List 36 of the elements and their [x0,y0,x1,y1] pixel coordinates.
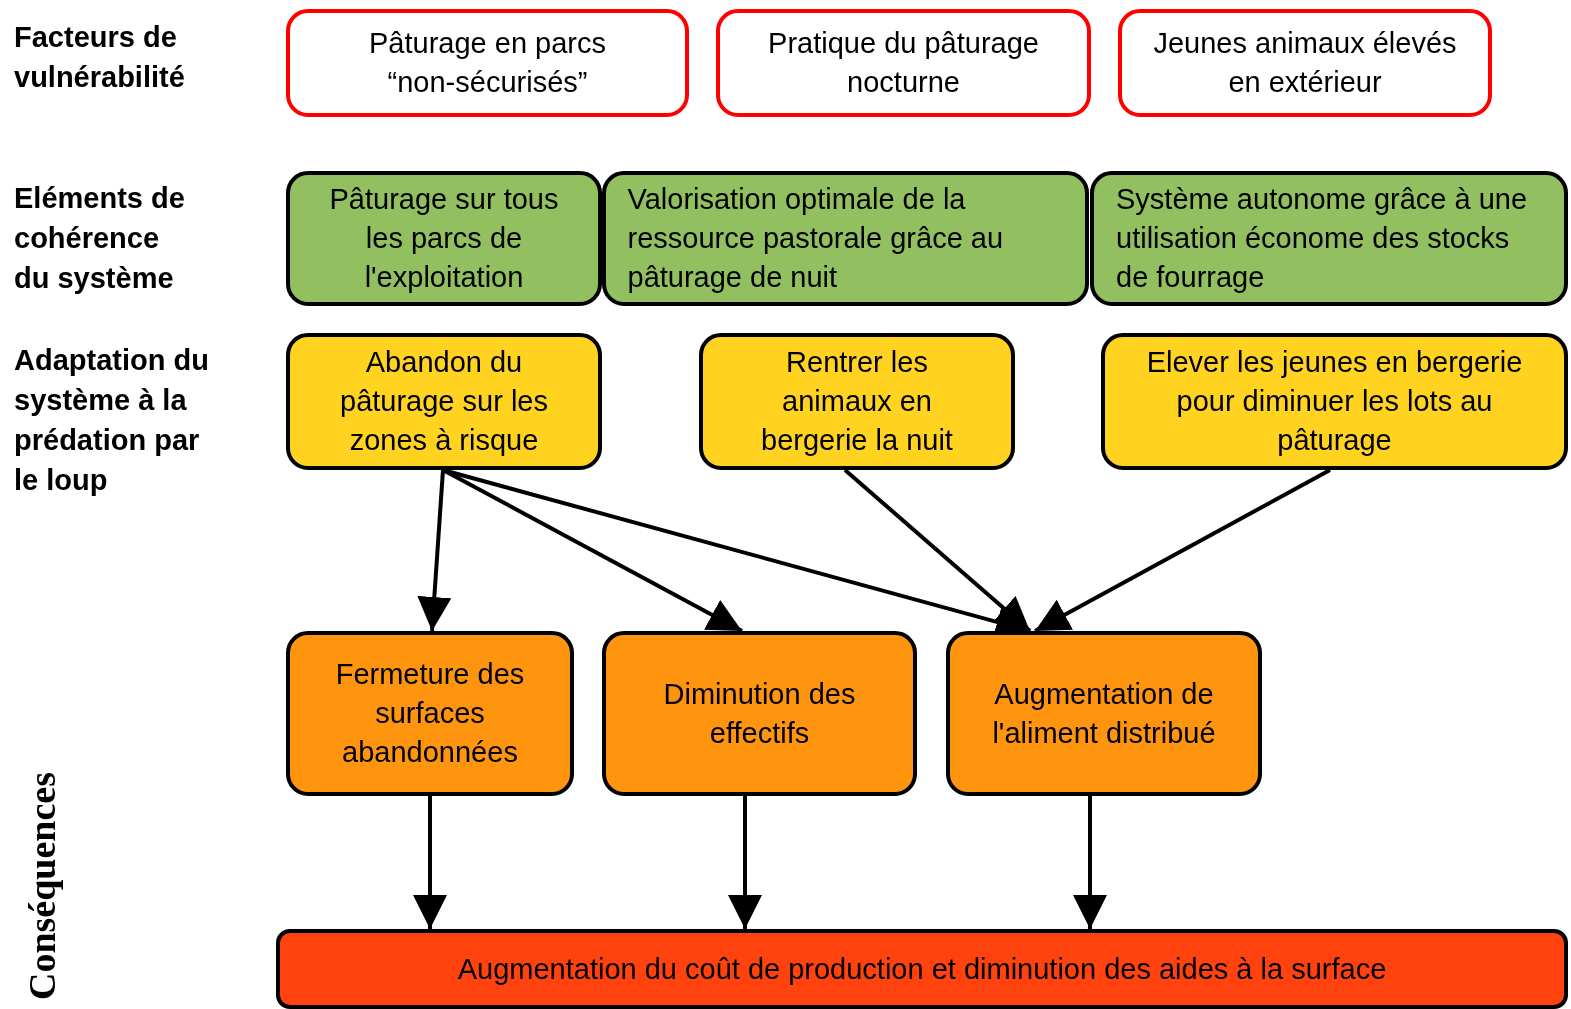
consequence-box [602,631,917,796]
box-text: Pâturage en parcs “non-sécurisés” [368,26,607,100]
box-text: Pratique du pâturage nocturne [767,26,1040,100]
box-text: Fermeture des surfaces abandonnées [334,657,526,770]
adaptation-box [286,333,602,470]
outcome-box [276,929,1568,1009]
factor-box [1118,9,1492,117]
row-heading: Adaptation du système à la prédation par le loup [14,343,210,498]
coherence-box [602,171,1089,306]
arrow [1034,468,1331,633]
arrow [417,469,452,632]
factor-box [716,9,1091,117]
arrow [728,796,762,929]
consequence-box [286,631,574,796]
box-text: Pâturage sur tous les parcs de l'exploitation [328,182,560,295]
box-text: Abandon du pâturage sur les zones à risque [339,345,549,458]
box-text: Diminution des effectifs [662,676,857,751]
box-text: Elever les jeunes en bergerie pour diminuer les lots au pâturage [1145,345,1524,458]
arrow [843,468,1032,633]
arrow [413,796,447,929]
coherence-box [1090,171,1568,306]
box-text: Augmentation du coût de production et diminution des aides à la surface [457,951,1387,987]
section-heading: Conséquences [20,771,64,1000]
consequence-box [946,631,1262,796]
box-text: Système autonome grâce à une utilisation économe des stocks de fourrage [1115,182,1529,295]
box-text: Augmentation de l'aliment distribué [991,676,1217,751]
adaptation-box [699,333,1015,470]
box-text: Valorisation optimale de la ressource pastorale grâce au pâturage de nuit [626,182,1005,295]
coherence-box [286,171,602,306]
box-text: Jeunes animaux élevés en extérieur [1152,26,1458,100]
box-text: Rentrer les animaux en bergerie la nuit [760,345,954,458]
row-heading: Eléments de cohérence du système [14,181,186,296]
adaptation-box [1101,333,1568,470]
arrow [1073,796,1107,929]
factor-box [286,9,689,117]
row-heading: Facteurs de vulnérabilité [14,20,186,95]
